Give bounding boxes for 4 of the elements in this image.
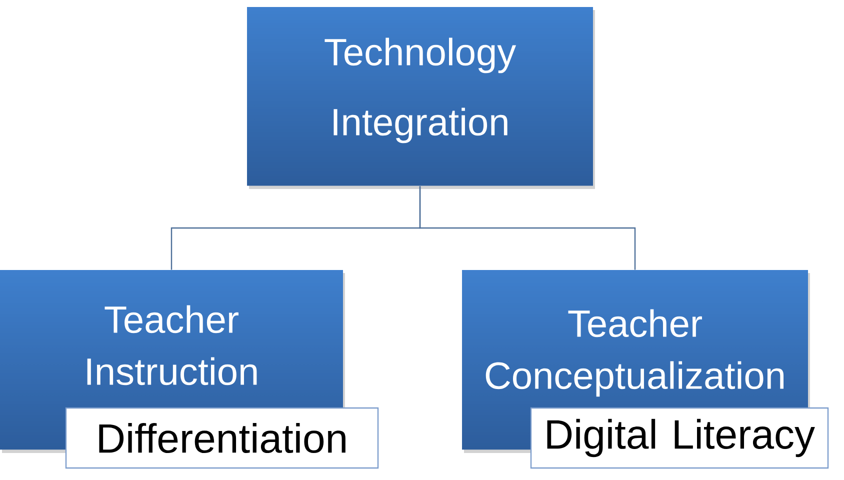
- note-box: Digital Literacy: [530, 407, 829, 469]
- note-box: Differentiation: [65, 407, 379, 469]
- connector-line: [419, 186, 636, 270]
- process-box: Technology Integration: [247, 7, 595, 189]
